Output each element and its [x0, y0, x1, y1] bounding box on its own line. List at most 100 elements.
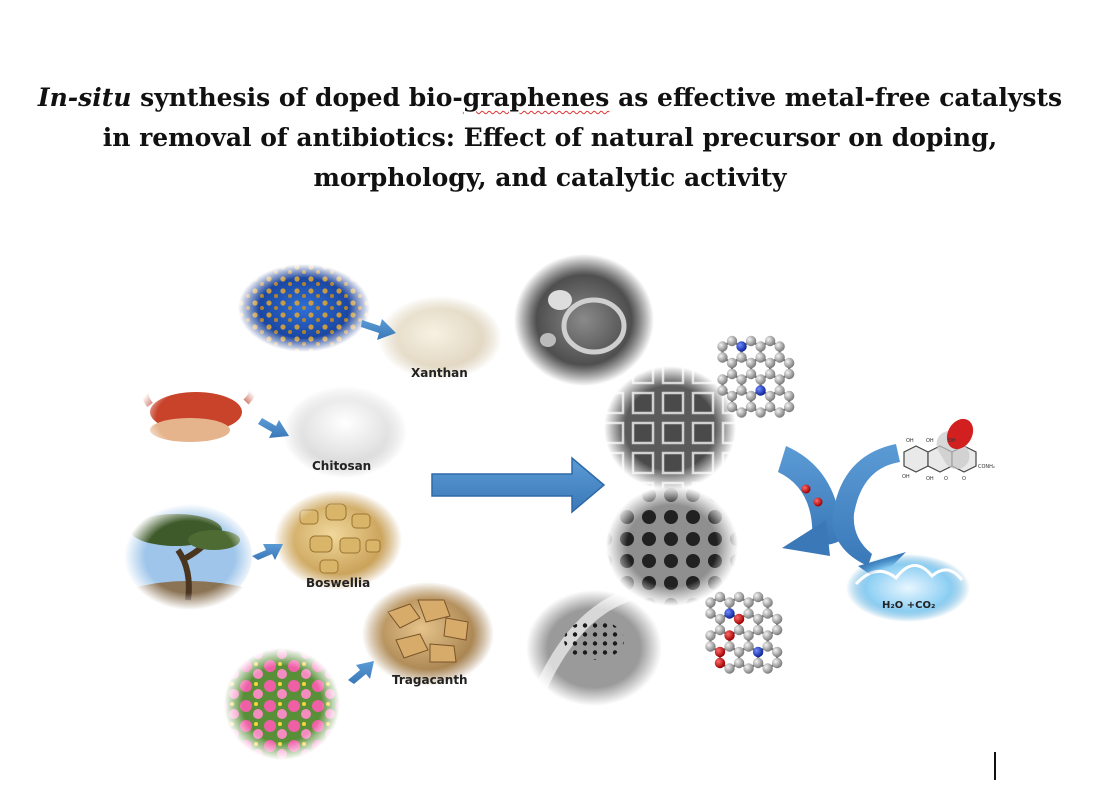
- carbon-atom: [764, 401, 776, 413]
- carbon-atom: [783, 401, 795, 413]
- carbon-atom: [733, 624, 745, 636]
- carbon-atom: [736, 385, 747, 396]
- curved-arrow-catalyst-return-head: [782, 520, 830, 556]
- carbon-atom: [726, 401, 738, 413]
- oxygen-atom: [714, 646, 726, 658]
- main-process-arrow: [431, 456, 606, 514]
- curved-arrow-degradation: [832, 444, 900, 566]
- carbon-atom: [783, 357, 795, 369]
- label-chitosan: Chitosan: [312, 459, 371, 473]
- carbon-atom: [771, 613, 783, 625]
- text-cursor-mark: [994, 752, 996, 780]
- carbon-atom: [783, 368, 795, 380]
- radical-dot-2: [813, 497, 823, 507]
- antibiotic-group-label: O: [962, 476, 966, 482]
- oxygen-atom: [714, 657, 726, 669]
- water-splash-image: [846, 554, 970, 622]
- carbon-atom: [752, 613, 764, 625]
- carbon-atom: [771, 646, 783, 658]
- title-text-1: synthesis of doped bio-: [131, 83, 463, 112]
- carbon-atom: [743, 608, 754, 619]
- title-text-2: as effective metal-free catalysts in rem…: [102, 83, 1063, 192]
- carbon-atom: [736, 407, 747, 418]
- arrow-xanthan: [361, 319, 396, 340]
- carbon-atom: [717, 385, 728, 396]
- oxygen-atom: [724, 630, 735, 641]
- carbon-atom: [783, 390, 795, 402]
- antibiotic-group-label: OH: [902, 474, 910, 480]
- title-italic: In-situ: [37, 83, 132, 112]
- label-products: H₂O +CO₂: [882, 600, 935, 611]
- carbon-atom: [774, 341, 785, 352]
- sem-image-boswellia: [606, 486, 738, 606]
- boswellia-tree-image: [124, 504, 256, 610]
- carbon-atom: [717, 352, 728, 363]
- carbon-atom: [743, 597, 754, 608]
- antibiotic-group-label: OH: [926, 476, 934, 482]
- carbon-atom: [714, 591, 726, 603]
- carbon-atom: [764, 357, 776, 369]
- carbon-atom: [724, 663, 735, 674]
- carbon-atom: [726, 368, 738, 380]
- nitrogen-atom: [724, 608, 735, 619]
- carbon-atom: [714, 613, 726, 625]
- carbon-atom: [724, 597, 735, 608]
- carbon-atom: [774, 374, 785, 385]
- carbon-atom: [762, 630, 773, 641]
- tragacanth-flowers-image: [224, 648, 340, 760]
- carbon-atom: [764, 335, 776, 347]
- carbon-atom: [743, 663, 754, 674]
- arrow-chitosan: [258, 418, 289, 438]
- carbon-atom: [764, 390, 776, 402]
- label-boswellia: Boswellia: [306, 576, 370, 590]
- carbon-atom: [726, 335, 738, 347]
- carbon-atom: [717, 374, 728, 385]
- carbon-atom: [705, 641, 716, 652]
- carbon-atom: [726, 390, 738, 402]
- antibiotic-group-label: OH: [926, 438, 934, 444]
- carbon-atom: [762, 641, 773, 652]
- title-squiggle-word: graphenes: [462, 83, 610, 112]
- nitrogen-atom: [752, 646, 764, 658]
- carbon-atom: [762, 663, 773, 674]
- carbon-atom: [771, 624, 783, 636]
- page-title: In-situ synthesis of doped bio-graphenes…: [30, 78, 1070, 198]
- arrow-tragacanth: [348, 661, 374, 684]
- oxygen-atom: [733, 613, 745, 625]
- carbon-atom: [745, 390, 757, 402]
- carbon-atom: [774, 407, 785, 418]
- antibiotic-group-label: OH: [906, 438, 914, 444]
- arrow-boswellia: [252, 544, 283, 560]
- radical-dot-1: [801, 484, 811, 494]
- carbon-atom: [743, 641, 754, 652]
- doped-graphene-molecule-top: [717, 335, 795, 418]
- carbon-atom: [714, 624, 726, 636]
- carbon-atom: [745, 335, 757, 347]
- carbon-atom: [755, 352, 766, 363]
- carbon-atom: [724, 641, 735, 652]
- carbon-atom: [733, 591, 745, 603]
- antibiotic-group-label: CONH₂: [978, 464, 995, 470]
- doped-graphene-molecule-bottom: [705, 591, 783, 674]
- xanthan-source-image: [238, 264, 370, 352]
- carbon-atom: [705, 630, 716, 641]
- antibiotic-group-label: O: [944, 476, 948, 482]
- carbon-atom: [755, 407, 766, 418]
- chitosan-powder-image: [283, 386, 407, 478]
- carbon-atom: [717, 341, 728, 352]
- carbon-atom: [774, 352, 785, 363]
- label-xanthan: Xanthan: [411, 366, 468, 380]
- carbon-atom: [774, 385, 785, 396]
- carbon-atom: [771, 657, 783, 669]
- xanthan-powder-image: [378, 296, 502, 380]
- crab-source-image: [136, 374, 264, 462]
- boswellia-resin-image: [274, 490, 402, 590]
- carbon-atom: [745, 368, 757, 380]
- antibiotic-group-label: OH: [948, 438, 956, 444]
- antibiotic-molecule: OH OH OH CONH₂ OH OH O O: [902, 418, 995, 482]
- carbon-atom: [743, 630, 754, 641]
- label-tragacanth: Tragacanth: [392, 673, 468, 687]
- carbon-atom: [752, 624, 764, 636]
- carbon-atom: [705, 608, 716, 619]
